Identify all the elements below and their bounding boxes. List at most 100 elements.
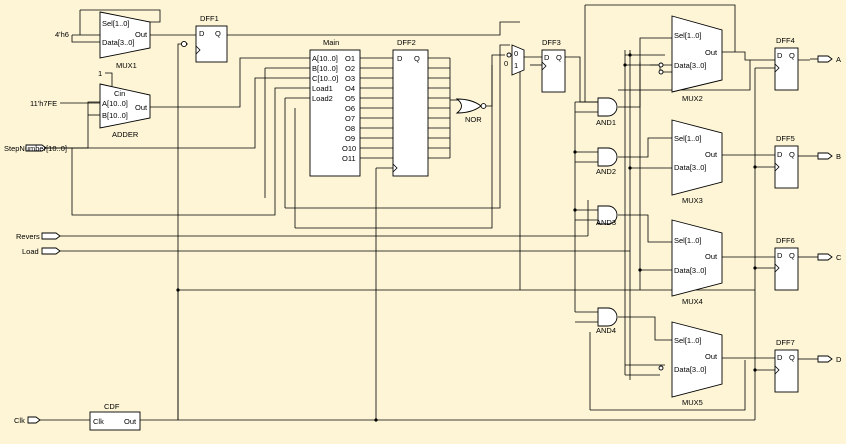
main-out-o5: O5 — [345, 94, 355, 103]
port-revers-label: Revers — [16, 232, 40, 241]
port-b-label: B — [836, 152, 841, 161]
dff4-d-label: D — [777, 51, 783, 60]
nor-gate: NOR — [455, 98, 487, 124]
main-out-o4: O4 — [345, 84, 355, 93]
dff5-name: DFF5 — [776, 134, 795, 143]
port-d: D — [810, 355, 842, 364]
main-block: Main A[10..0] B[10..0] C[10..0] Load1 Lo… — [309, 38, 361, 177]
dff4: D Q DFF4 — [774, 36, 799, 91]
dff4-name: DFF4 — [776, 36, 795, 45]
mux-2to1-sel: 0 — [504, 59, 508, 68]
mux4-data-label: Data[3..0] — [674, 266, 707, 275]
main-in-load1: Load1 — [312, 84, 333, 93]
port-c: C — [810, 253, 842, 262]
wires — [40, 4, 810, 421]
dff2: D Q DFF2 — [392, 38, 429, 177]
main-in-load2: Load2 — [312, 94, 333, 103]
port-clk: Clk — [14, 416, 41, 425]
mux1-out-label: Out — [135, 30, 148, 39]
nor-label: NOR — [465, 115, 482, 124]
dff1-q-label: Q — [215, 29, 221, 38]
main-in-b: B[10..0] — [312, 64, 338, 73]
port-a: A — [810, 55, 841, 64]
main-out-o2: O2 — [345, 64, 355, 73]
mux3-name: MUX3 — [682, 196, 703, 205]
cdf-clk-label: Clk — [93, 417, 104, 426]
mux3-data-label: Data[3..0] — [674, 163, 707, 172]
adder-out-label: Out — [135, 103, 148, 112]
dff3-name: DFF3 — [542, 38, 561, 47]
main-name: Main — [323, 38, 339, 47]
junction-dots — [176, 53, 757, 422]
mux2-name: MUX2 — [682, 94, 703, 103]
mux5-sel-label: Sel[1..0] — [674, 336, 702, 345]
mux2: Sel[1..0] Data[3..0] Out MUX2 — [658, 15, 723, 103]
main-outputs: O1 O2 O3 O4 O5 O6 O7 O8 O9 O10 O11 — [342, 54, 356, 163]
dff6-q-label: Q — [789, 251, 795, 260]
dff3: D Q DFF3 — [541, 38, 566, 93]
dff7-q-label: Q — [789, 353, 795, 362]
mux2-sel-label: Sel[1..0] — [674, 31, 702, 40]
main-out-o7: O7 — [345, 114, 355, 123]
dff2-name: DFF2 — [397, 38, 416, 47]
dff6-name: DFF6 — [776, 236, 795, 245]
dff5-q-label: Q — [789, 150, 795, 159]
mux3-sel-label: Sel[1..0] — [674, 134, 702, 143]
and3: AND3 — [596, 205, 618, 227]
mux4-sel-label: Sel[1..0] — [674, 236, 702, 245]
dff6: D Q DFF6 — [774, 236, 799, 291]
mux-2to1-in0: 0 — [514, 49, 518, 58]
mux-2to1: 0 1 0 — [504, 44, 525, 76]
dff2-d-label: D — [397, 54, 403, 63]
adder-cin-label: Cin — [114, 89, 125, 98]
main-out-o8: O8 — [345, 124, 355, 133]
mux1-sel-label: Sel[1..0] — [102, 19, 130, 28]
main-in-c: C[10..0] — [312, 74, 338, 83]
port-a-label: A — [836, 55, 841, 64]
port-load: Load — [22, 247, 61, 256]
dff7-name: DFF7 — [776, 338, 795, 347]
cdf-out-label: Out — [124, 417, 137, 426]
port-clk-label: Clk — [14, 416, 25, 425]
mux5: Sel[1..0] Data[3..0] Out MUX5 — [658, 321, 723, 407]
and4: AND4 — [596, 307, 618, 335]
dff5: D Q DFF5 — [774, 134, 799, 189]
main-out-o11: O11 — [342, 154, 356, 163]
dff2-q-label: Q — [414, 54, 420, 63]
and1: AND1 — [596, 97, 618, 127]
dff5-d-label: D — [777, 150, 783, 159]
adder-b-label: B[10..0] — [102, 111, 128, 120]
dff7: D Q DFF7 — [774, 338, 799, 393]
port-stepnumber-label: StepNumber[10..0] — [4, 144, 67, 153]
port-b: B — [810, 152, 841, 161]
mux4: Sel[1..0] Data[3..0] Out MUX4 — [671, 219, 723, 306]
main-out-o10: O10 — [342, 144, 356, 153]
dff6-d-label: D — [777, 251, 783, 260]
dff4-q-label: Q — [789, 51, 795, 60]
mux1: Sel[1..0] Data[3..0] Out MUX1 — [99, 11, 151, 70]
main-out-o3: O3 — [345, 74, 355, 83]
mux1-name: MUX1 — [116, 61, 137, 70]
and1-label: AND1 — [596, 118, 616, 127]
dff3-q-label: Q — [556, 53, 562, 62]
dff1-name: DFF1 — [200, 14, 219, 23]
mux4-out-label: Out — [705, 252, 718, 261]
dff1-d-label: D — [199, 29, 205, 38]
mux2-data-label: Data[3..0] — [674, 61, 707, 70]
main-out-o1: O1 — [345, 54, 355, 63]
mux5-data-label: Data[3..0] — [674, 365, 707, 374]
mux5-name: MUX5 — [682, 398, 703, 407]
and3-label: AND3 — [596, 218, 616, 227]
port-load-label: Load — [22, 247, 39, 256]
dff7-d-label: D — [777, 353, 783, 362]
const-4h6: 4'h6 — [55, 30, 69, 39]
output-ports: A B C D — [810, 55, 842, 364]
port-stepnumber: StepNumber[10..0] — [4, 144, 67, 153]
dff3-d-label: D — [544, 53, 550, 62]
mux3-out-label: Out — [705, 150, 718, 159]
cdf-block: CDF Clk Out — [89, 402, 141, 431]
port-c-label: C — [836, 253, 842, 262]
mux2-out-label: Out — [705, 48, 718, 57]
port-revers: Revers — [16, 232, 61, 241]
